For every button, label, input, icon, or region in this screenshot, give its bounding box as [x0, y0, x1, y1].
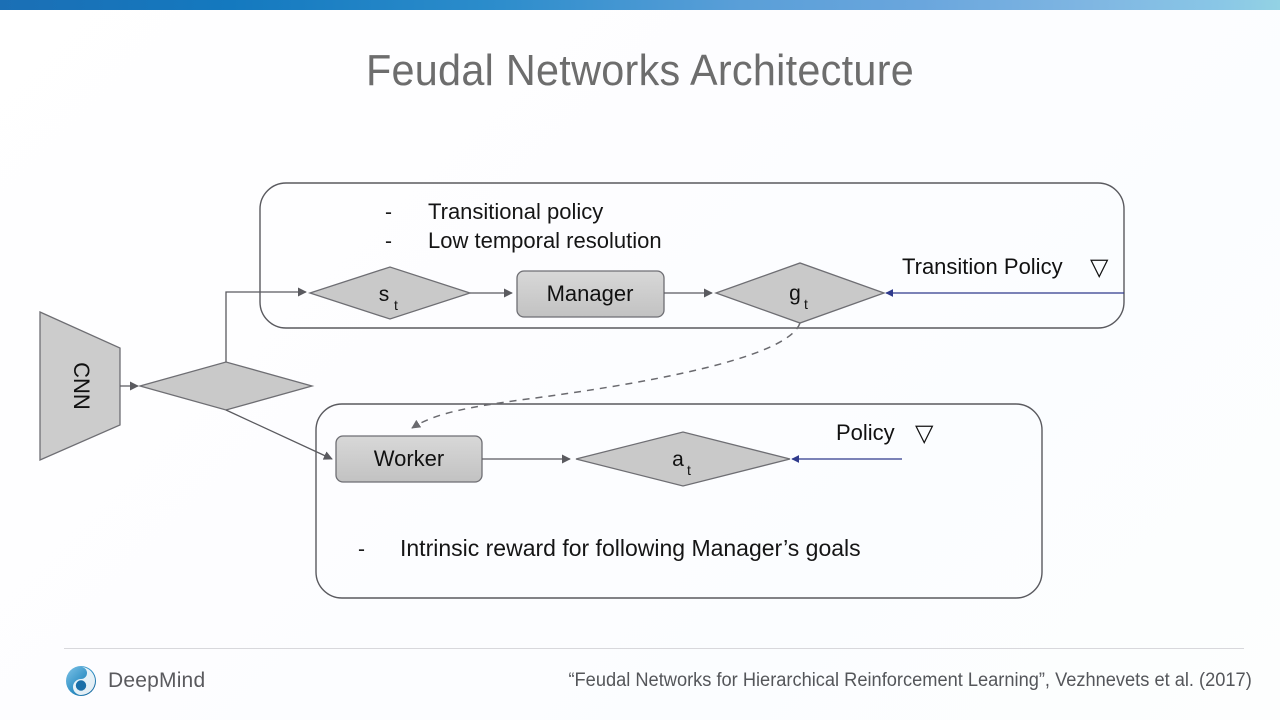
- manager-node: [516, 270, 665, 318]
- transition-policy-label: Transition Policy: [902, 254, 1063, 279]
- edge-goal-to-worker-dashed: [411, 322, 801, 429]
- footer-divider: [64, 648, 1244, 649]
- cnn-label: CNN: [69, 362, 94, 410]
- bottom-bullet-0-marker: -: [358, 538, 365, 561]
- splitter-node: [137, 361, 315, 411]
- top-bullet-1-text: Low temporal resolution: [428, 228, 662, 253]
- deepmind-brand: DeepMind: [64, 664, 205, 698]
- policy-label: Policy: [836, 420, 895, 445]
- state-node: [307, 266, 473, 320]
- bottom-bullet-0-text: Intrinsic reward for following Manager’s…: [400, 535, 861, 561]
- footer: DeepMind “Feudal Networks for Hierarchic…: [0, 656, 1280, 714]
- paper-citation: “Feudal Networks for Hierarchical Reinfo…: [568, 670, 1252, 691]
- action-node-label: a: [672, 448, 684, 471]
- deepmind-logo-icon: [66, 666, 96, 696]
- edge-splitter-to-worker: [225, 409, 333, 460]
- edge-splitter-to-state: [225, 287, 307, 362]
- action-node: [575, 431, 791, 487]
- goal-node-subscript: t: [804, 296, 808, 312]
- goal-node-label: g: [789, 282, 801, 305]
- top-bullet-1-marker: -: [385, 230, 392, 253]
- policy-glyph: ▽: [915, 420, 934, 447]
- transition-policy-glyph: ▽: [1090, 254, 1109, 281]
- top-bullet-0-text: Transitional policy: [428, 199, 603, 224]
- state-node-label: s: [379, 283, 390, 306]
- action-node-subscript: t: [687, 462, 691, 478]
- top-bullet-0-marker: -: [385, 201, 392, 224]
- cnn-node: [39, 310, 121, 461]
- manager-container: [259, 182, 1125, 329]
- worker-node-label: Worker: [374, 446, 445, 471]
- manager-node-label: Manager: [547, 281, 634, 306]
- page-title: Feudal Networks Architecture: [365, 46, 915, 95]
- top-accent-bar: [0, 0, 1280, 10]
- worker-container: [315, 403, 1043, 599]
- goal-node: [714, 262, 886, 324]
- deepmind-wordmark: DeepMind: [108, 669, 206, 692]
- state-node-subscript: t: [394, 297, 398, 313]
